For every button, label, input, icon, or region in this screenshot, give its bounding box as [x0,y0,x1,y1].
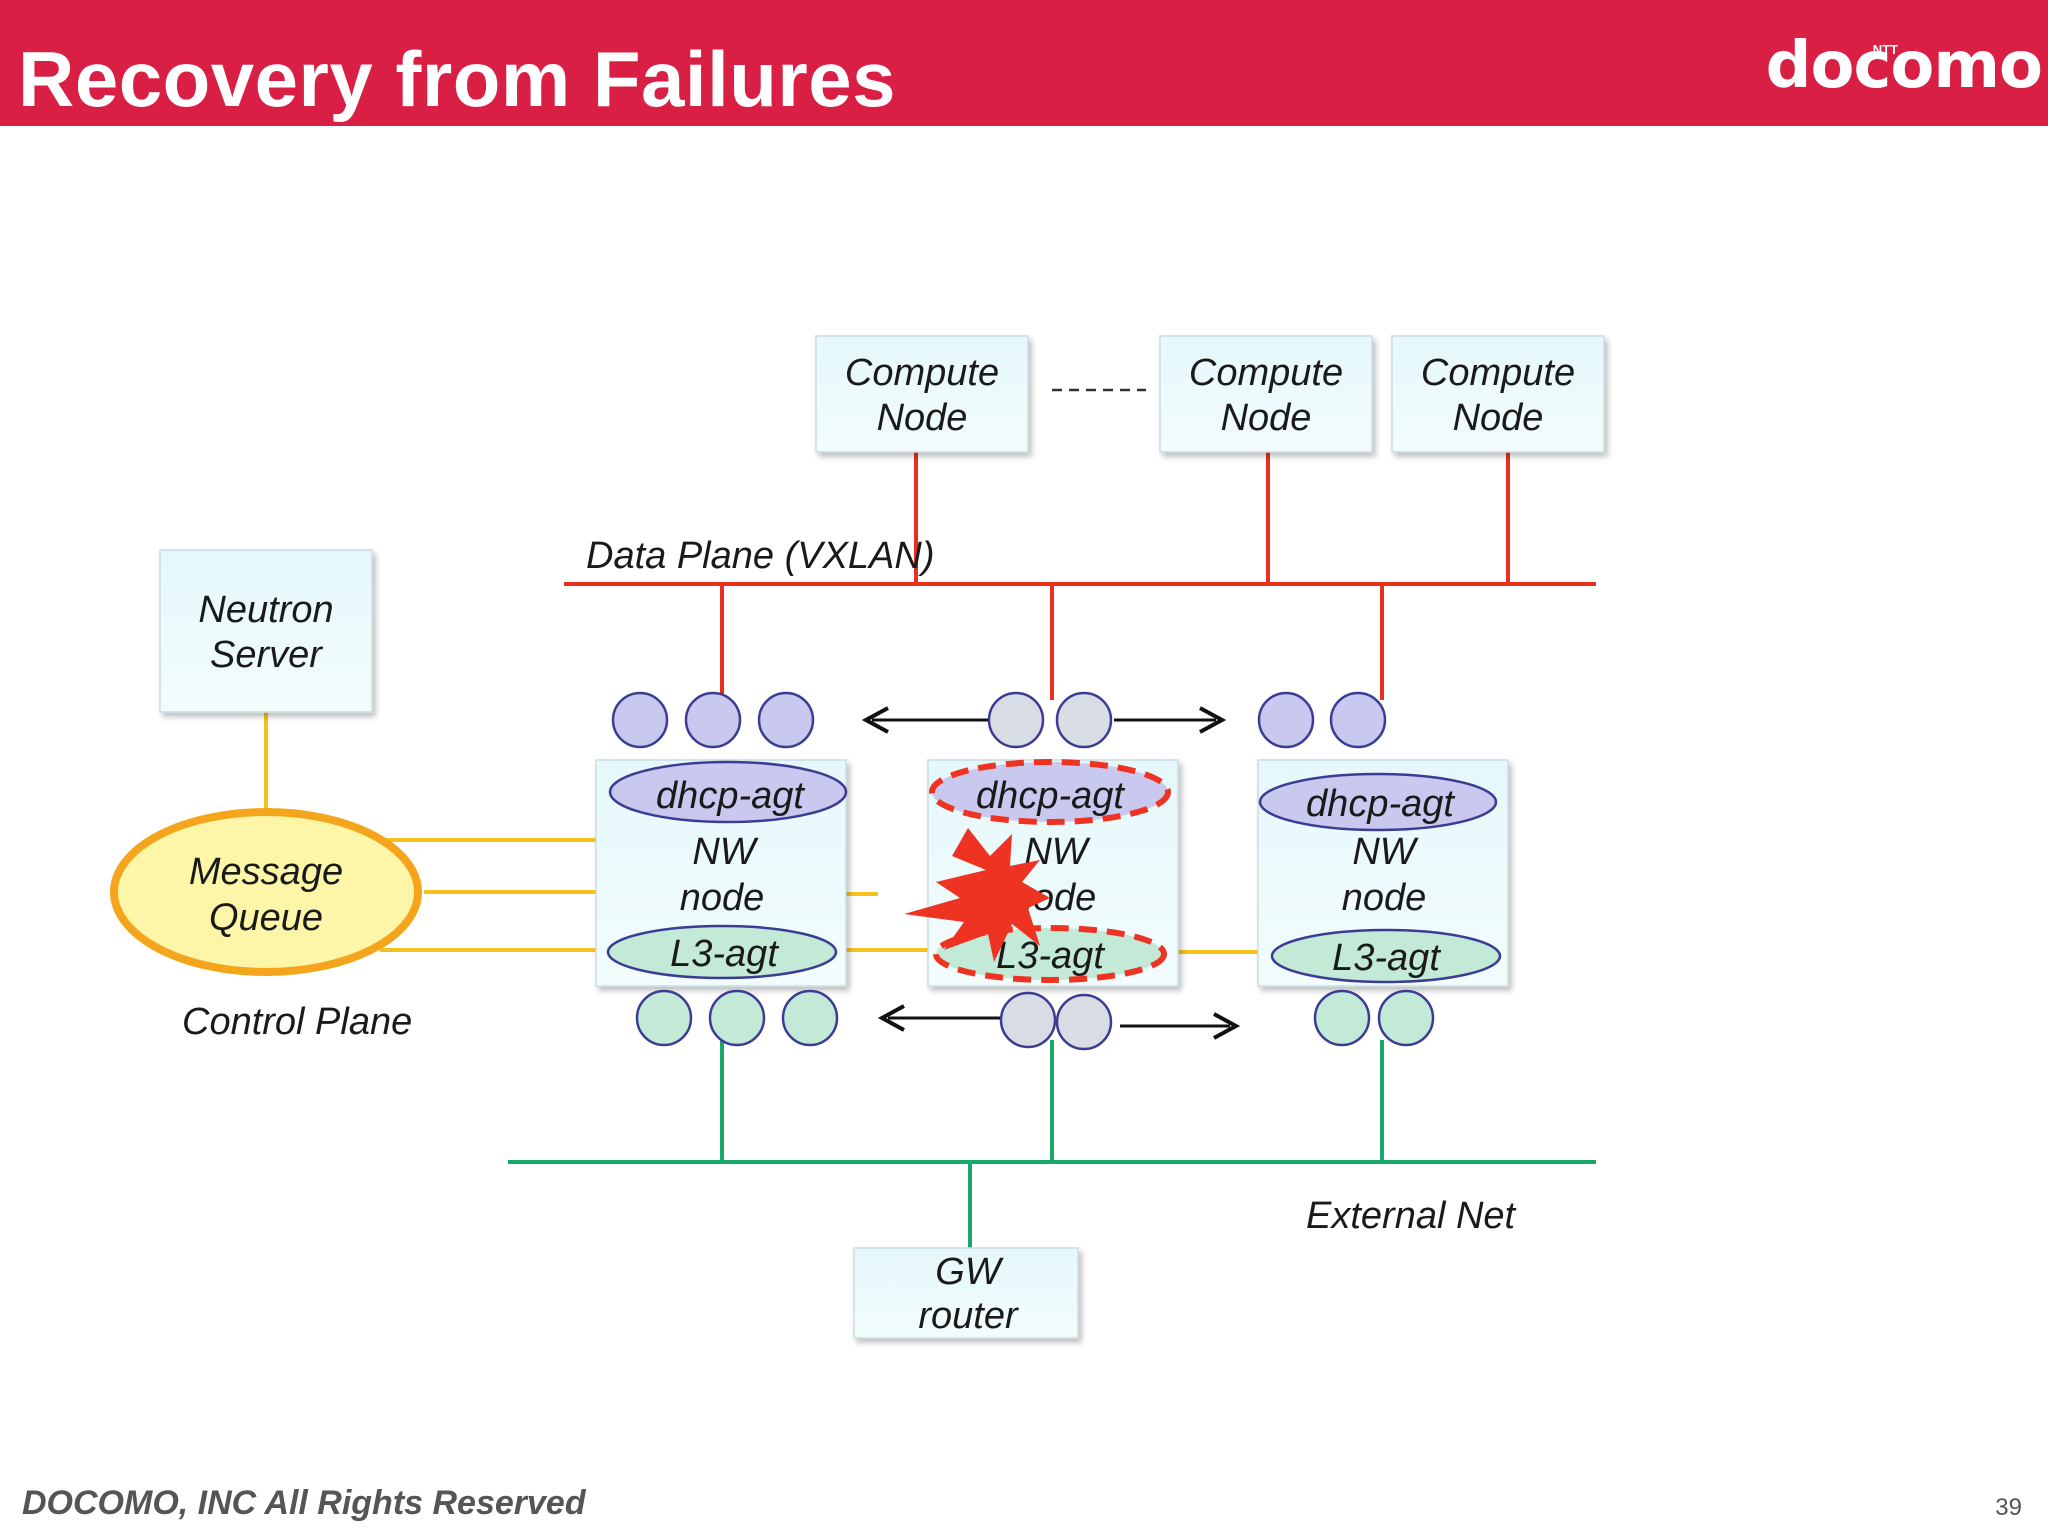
compute-node-line1: Compute [1189,352,1343,394]
message-queue: Message Queue [110,808,422,976]
compute-node-line2: Node [877,397,968,439]
neutron-server-line2: Server [210,634,323,676]
compute-node: Compute Node [1159,335,1373,453]
dhcp-agent-ellipse [1258,772,1498,832]
router-instances [635,989,1435,1051]
dhcp-instances [611,691,1387,749]
dhcp-agent-label: dhcp-agt [656,775,805,817]
network-instance-circle [757,691,815,749]
router-instance-circle [708,989,766,1047]
compute-node-line2: Node [1453,397,1544,439]
l3-agent-label: L3-agt [1332,937,1441,979]
docomo-logo: docomo [1765,29,2043,103]
network-instance-circle [1329,691,1387,749]
l3-agent-label: L3-agt [670,933,779,975]
gw-router: GW router [853,1247,1079,1339]
message-queue-line2: Queue [209,897,323,939]
compute-node-line1: Compute [1421,352,1575,394]
logo-prefix: NTT [1872,42,1898,57]
nw-node: dhcp-agt NW node L3-agt [1257,759,1509,987]
l3-agent-ellipse [606,924,838,980]
gw-router-line1: GW [935,1251,1004,1293]
network-instance-circle [1257,691,1315,749]
router-instance-circle [1313,989,1371,1047]
compute-node-line2: Node [1221,397,1312,439]
nw-node-line1: NW [1352,831,1418,873]
dhcp-agent-ellipse [929,759,1171,825]
nw-node-failed: dhcp-agt NW node L3-agt [904,759,1179,987]
l3-agent-label: L3-agt [996,935,1105,977]
router-instance-circle [1377,989,1435,1047]
l3-agent-ellipse [1270,928,1502,984]
title-bar: Recovery from Failures NTT docomo [0,0,2048,126]
network-instance-circle [987,691,1045,749]
nw-node: dhcp-agt NW node L3-agt [595,759,848,987]
neutron-server: Neutron Server [159,549,373,713]
control-plane-network [264,712,1258,954]
failure-burst-icon [904,828,1050,962]
copyright-footer: DOCOMO, INC All Rights Reserved [22,1484,586,1522]
router-instance-circle [1055,993,1113,1051]
network-instance-circle [611,691,669,749]
dhcp-agent-label: dhcp-agt [976,775,1125,817]
router-instance-circle [781,989,839,1047]
external-net-label: External Net [1306,1195,1517,1237]
neutron-server-line1: Neutron [198,589,333,631]
dhcp-agent-label: dhcp-agt [1306,783,1455,825]
network-instance-circle [684,691,742,749]
nw-node-line1: NW [1024,831,1090,873]
compute-node: Compute Node [1391,335,1605,453]
router-instance-circle [635,989,693,1047]
message-queue-line1: Message [189,851,343,893]
external-network [508,1040,1596,1250]
compute-node: Compute Node [815,335,1029,453]
page-number: 39 [1995,1494,2022,1521]
migration-arrows [861,706,1241,1040]
nw-node-line1: NW [692,831,758,873]
router-instance-circle [999,991,1057,1049]
network-instance-circle [1055,691,1113,749]
data-plane-label: Data Plane (VXLAN) [586,535,935,577]
dhcp-agent-ellipse [608,760,848,824]
nw-node-line2: node [1342,877,1427,919]
nw-node-line2: node [680,877,765,919]
data-plane-network [564,452,1596,700]
control-plane-label: Control Plane [182,1001,412,1043]
slide-title: Recovery from Failures [18,35,897,123]
compute-node-line1: Compute [845,352,999,394]
gw-router-line2: router [918,1295,1019,1337]
